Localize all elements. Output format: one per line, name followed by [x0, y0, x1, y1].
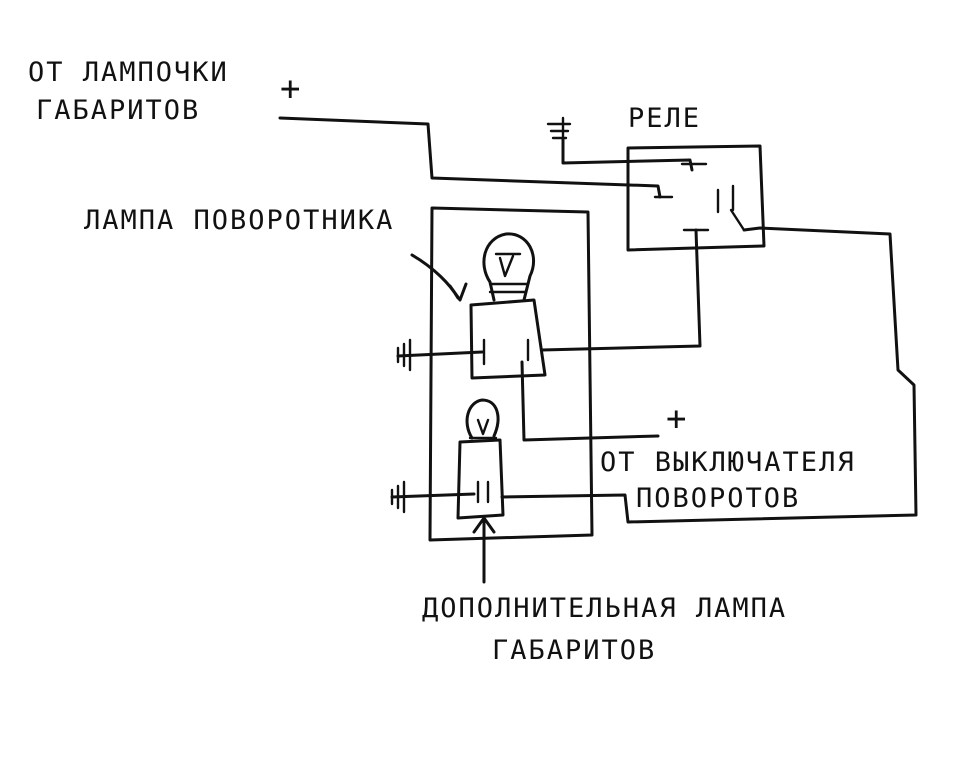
label-from-marker-lamp-line1: ОТ ЛАМПОЧКИ — [28, 57, 229, 88]
turn-signal-socket — [469, 298, 547, 380]
wire-turn-lamp-ground — [396, 350, 484, 358]
wire-relay-to-right-bus — [500, 226, 918, 524]
label-from-switch-line1: ОТ ВЫКЛЮЧАТЕЛЯ — [600, 447, 856, 478]
label-extra-lamp-line2: ГАБАРИТОВ — [492, 635, 657, 666]
extra-lamp-pointer-arrow — [472, 516, 496, 584]
ground-icon — [546, 116, 572, 142]
label-turn-signal-lamp: ЛАМПА ПОВОРОТНИКА — [84, 205, 395, 236]
label-plus-switch: + — [666, 399, 687, 439]
relay-switch-contacts — [716, 184, 746, 232]
marker-lamp-socket — [456, 438, 505, 520]
lamp-housing — [428, 206, 594, 542]
turn-signal-bulb-icon — [482, 232, 536, 302]
label-from-switch-line2: ПОВОРОТОВ — [636, 483, 801, 514]
label-relay: РЕЛЕ — [628, 103, 702, 134]
wire-marker-lamp-ground — [390, 492, 476, 499]
marker-bulb-icon — [465, 398, 500, 440]
label-plus-top: + — [280, 69, 301, 109]
wire-relay-to-turn-lamp — [540, 228, 702, 352]
turn-signal-socket-contacts — [482, 338, 530, 366]
turn-lamp-pointer-arrow — [410, 253, 468, 302]
wire-marker-lamp-to-relay — [278, 116, 662, 199]
label-from-marker-lamp-line2: ГАБАРИТОВ — [36, 95, 201, 126]
wire-turn-lamp-to-switch — [520, 360, 660, 442]
marker-socket-contacts — [476, 480, 490, 504]
label-extra-lamp-line1: ДОПОЛНИТЕЛЬНАЯ ЛАМПА — [422, 593, 788, 624]
relay-box — [626, 144, 766, 252]
